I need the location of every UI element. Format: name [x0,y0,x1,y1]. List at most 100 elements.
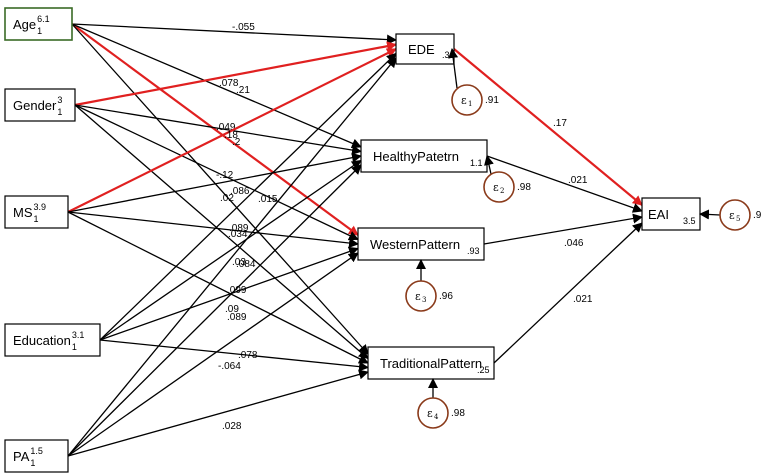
error-circle-e5 [719,199,751,231]
coef-healthy-to-eai: .021 [568,175,588,186]
path-age-to-ede [71,23,397,45]
coef-gender-to-healthy: .049 [216,122,236,133]
coef-pa-to-healthy: .09 [225,304,239,315]
error-subscript-e3: 3 [422,296,426,304]
node-variance-age: 1 [37,26,42,36]
error-circle-e3 [405,280,437,312]
node-box-education [4,323,101,357]
error-circle-e1 [451,84,483,116]
error-symbol-e5: ε [729,209,735,222]
path-education-to-ede [99,52,397,341]
path-gender-to-traditional [74,104,369,360]
coef-traditional-to-eai: .021 [573,294,593,305]
path-pa-to-healthy [67,164,362,457]
coef-gender-to-traditional: .084 [236,259,256,270]
error-subscript-e1: 1 [468,100,472,108]
coef-pa-to-western: .078 [238,350,258,361]
coef-age-to-western: .21 [236,85,250,96]
coef-age-to-ede: -.055 [232,22,255,33]
node-healthy[interactable]: HealthyPatetrn 1.1 [360,139,488,173]
error-circle-e2 [483,171,515,203]
node-variance-pa: 1 [30,458,35,468]
path-ms-to-healthy [67,152,362,213]
node-variance-ms: 1 [34,214,39,224]
coef-gender-to-ede: .078 [219,78,239,89]
node-box-ede [395,33,455,65]
node-traditional[interactable]: TraditionalPattern.25 [367,346,495,380]
node-label-pa: PA [13,449,30,464]
node-label-traditional: TraditionalPattern [380,356,482,371]
error-symbol-e2: ε [493,181,499,194]
path-education-to-traditional [99,339,369,372]
node-label-eai: EAI [648,207,669,222]
error-symbol-e4: ε [427,407,433,420]
node-mean-education: 3.1 [72,330,85,340]
node-intercept-western: .93 [467,246,480,256]
node-western[interactable]: WesternPattern .93 [357,227,485,261]
coef-ede-to-eai: .17 [553,118,567,129]
node-intercept-eai: 3.5 [683,216,696,226]
coef-education-to-western: .089 [227,312,247,323]
path-age-to-western [71,23,359,236]
coef-ms-to-healthy: .086 [230,186,250,197]
path-gender-to-healthy [74,104,362,155]
node-variance-gender: 1 [57,107,62,117]
coef-ms-to-ede: .2 [232,137,241,148]
node-ede[interactable]: EDE.3 [395,33,455,65]
coef-pa-to-traditional: .028 [222,421,242,432]
coef-ms-to-western: .089 [229,223,249,234]
error-symbol-e1: ε [461,94,467,107]
error-arrow-e5 [699,209,721,220]
error-subscript-e5: 5 [736,215,740,223]
path-education-to-western [99,246,359,341]
coef-education-to-traditional: -.064 [218,361,241,372]
coef-gender-to-western: .034 [228,229,248,240]
path-pa-to-traditional [67,369,369,457]
node-label-age: Age [13,17,36,32]
error-circle-e4 [417,397,449,429]
error-variance-e2: .98 [517,182,531,193]
path-age-to-traditional [71,23,369,355]
coef-age-to-traditional: .015 [258,194,278,205]
path-ms-to-ede [67,48,397,213]
node-box-gender [4,88,76,122]
node-box-ms [4,195,69,229]
coef-education-to-healthy: .03 [232,257,246,268]
coef-ms-to-traditional: .099 [227,285,247,296]
path-pa-to-western [67,252,359,457]
path-ms-to-traditional [67,211,369,364]
error-variance-e4: .98 [451,408,465,419]
node-intercept-traditional: .25 [477,365,490,375]
node-variance-education: 1 [72,342,77,352]
node-label-western: WesternPattern [370,237,460,252]
path-traditional-to-eai [493,222,643,364]
node-mean-ms: 3.9 [34,202,47,212]
node-label-healthy: HealthyPatetrn [373,149,459,164]
path-gender-to-western [74,104,359,241]
path-western-to-eai [483,213,643,245]
node-label-gender: Gender [13,98,57,113]
path-healthy-to-eai [486,155,643,213]
node-label-education: Education [13,333,71,348]
node-intercept-healthy: 1.1 [470,158,483,168]
node-eai[interactable]: EAI 3.5 [641,197,701,231]
node-box-western [357,227,485,261]
edges-layer: -.055.21-.12.015.078.049.034.084.2.086.0… [67,22,643,457]
error-arrow-e1 [448,48,459,89]
coef-pa-to-ede: .18 [224,130,238,141]
error-subscript-e2: 2 [500,187,504,195]
